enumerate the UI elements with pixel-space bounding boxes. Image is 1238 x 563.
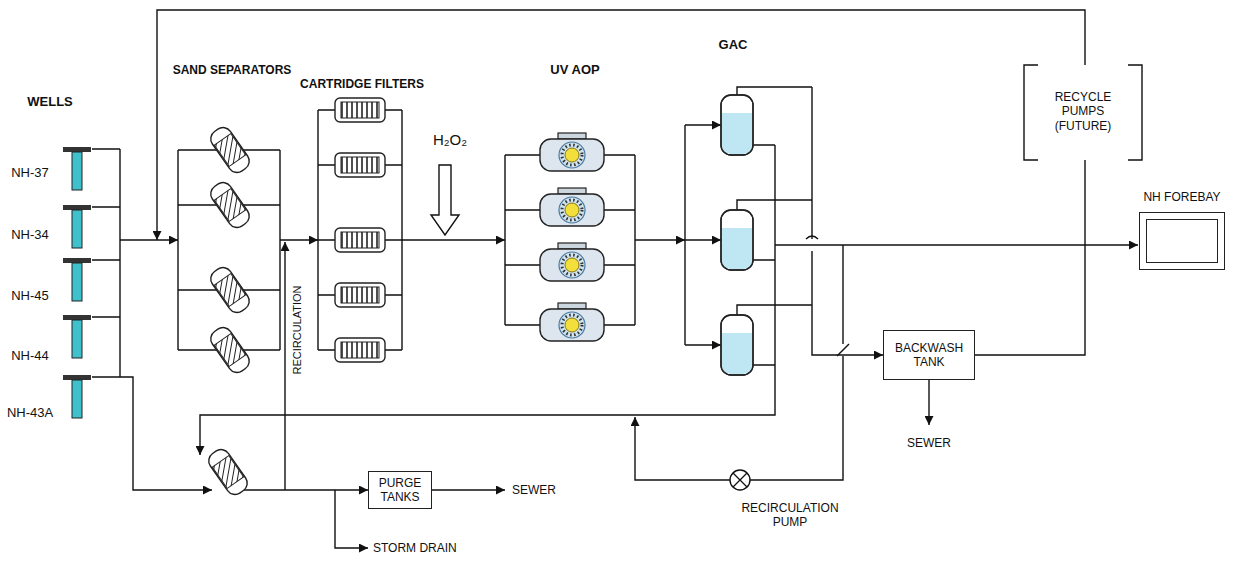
pipe-network-part — [200, 145, 775, 455]
sand-separator-icons-part — [207, 124, 253, 176]
node-heading: NH FOREBAY — [1128, 190, 1236, 204]
cartridge-filter-icons — [335, 98, 385, 362]
well-name: NH-43A — [7, 405, 53, 421]
pipe-network-part — [812, 87, 883, 355]
cartridge-filter-icons-part — [335, 228, 385, 252]
recirculation-pump-symbol — [730, 470, 750, 490]
pipe-network-part — [402, 239, 505, 240]
future-bracket-part — [1128, 65, 1142, 160]
pipe-network-part — [280, 239, 318, 240]
well-icons-part — [63, 147, 91, 190]
pipe-network-part — [432, 489, 505, 490]
uv-reactor-icons-part — [540, 133, 604, 171]
pipe-network-part — [635, 239, 685, 240]
group-heading: SAND SEPARATORS — [173, 63, 292, 77]
pipe-network-part — [750, 245, 843, 480]
pipe-network-part — [684, 125, 685, 345]
pipe-network-part — [685, 239, 721, 240]
recirculation-pump-symbol-part — [730, 470, 750, 490]
pipe-network-part — [837, 344, 849, 356]
outlet-label: STORM DRAIN — [373, 541, 457, 555]
forebay-box: NH FOREBAY — [1128, 190, 1236, 270]
pipe-network-part — [120, 377, 212, 490]
well-name: NH-44 — [11, 348, 49, 364]
cartridge-filter-icons-part — [335, 153, 385, 177]
sand-separator-icons-part — [207, 264, 253, 316]
pipe-network-part — [928, 380, 929, 425]
node-label: BACKWASH TANK — [888, 341, 970, 370]
cartridge-filter-icons-part — [335, 283, 385, 307]
sand-separator-icons-part — [207, 324, 253, 376]
well-icons — [63, 147, 91, 418]
pipe-network-part — [635, 417, 730, 480]
pipe-network-part — [775, 244, 1138, 245]
gac-vessel-icons — [721, 95, 753, 375]
pipe-network-part — [753, 145, 775, 365]
well-name: NH-37 — [11, 165, 49, 181]
equipment-label: RECIRCULATION PUMP — [735, 501, 845, 530]
flow-note: RECIRCULATION — [291, 285, 304, 374]
chemical-name: H₂O₂ — [433, 131, 467, 149]
well-icons-part — [63, 205, 91, 248]
group-heading: UV AOP — [550, 62, 599, 78]
group-heading: WELLS — [27, 94, 73, 110]
pipe-network — [92, 10, 1138, 548]
future-note: RECYCLE PUMPS (FUTURE) — [1035, 90, 1131, 133]
pipe-network-part — [92, 149, 120, 377]
well-name: NH-34 — [11, 227, 49, 243]
pipe-network-part — [157, 10, 1085, 240]
pipe-network-part — [505, 155, 635, 325]
pipe-network-part — [335, 490, 368, 548]
gac-vessel-icons-part — [721, 210, 753, 270]
uv-reactor-icons-part — [540, 188, 604, 226]
outlet-label: SEWER — [907, 436, 951, 450]
sand-separator-icons — [205, 124, 253, 498]
forebay-outline — [1139, 212, 1225, 270]
future-bracket-part — [1024, 65, 1038, 160]
cartridge-filter-icons-part — [335, 98, 385, 122]
sand-separator-icons-part — [205, 446, 251, 498]
well-icons-part — [63, 258, 91, 301]
group-heading: GAC — [719, 37, 748, 53]
uv-reactor-icons-part — [540, 243, 604, 281]
gac-vessel-icons-part — [721, 315, 753, 375]
recirculation-pump-symbol-part — [733, 473, 747, 487]
future-bracket — [1024, 65, 1142, 160]
well-name: NH-45 — [11, 288, 49, 304]
well-icons-part — [63, 375, 91, 418]
purge-tank-box: PURGE TANKS — [368, 471, 432, 510]
pipe-network-part — [120, 239, 178, 240]
pipe-network-part — [685, 344, 721, 345]
pipe-network-part — [806, 236, 818, 239]
peroxide-dose-arrow-part — [431, 165, 459, 235]
gac-vessel-icons-part — [721, 95, 753, 155]
well-icons-part — [63, 315, 91, 358]
uv-reactor-icons — [540, 133, 604, 341]
outlet-label: SEWER — [512, 483, 556, 497]
sand-separator-icons-part — [207, 179, 253, 231]
node-label: PURGE TANKS — [373, 476, 427, 505]
pipe-network-part — [284, 242, 285, 490]
pipe-network-part — [244, 489, 368, 490]
uv-reactor-icons-part — [540, 303, 604, 341]
peroxide-dose-arrow — [431, 165, 459, 235]
pipe-network-part — [178, 150, 280, 350]
pipe-network-part — [318, 110, 402, 350]
group-heading: CARTRIDGE FILTERS — [300, 77, 424, 91]
pipe-network-part — [685, 124, 721, 125]
backwash-tank-box: BACKWASH TANK — [883, 330, 975, 380]
cartridge-filter-icons-part — [335, 338, 385, 362]
pipe-network-part — [975, 160, 1085, 355]
